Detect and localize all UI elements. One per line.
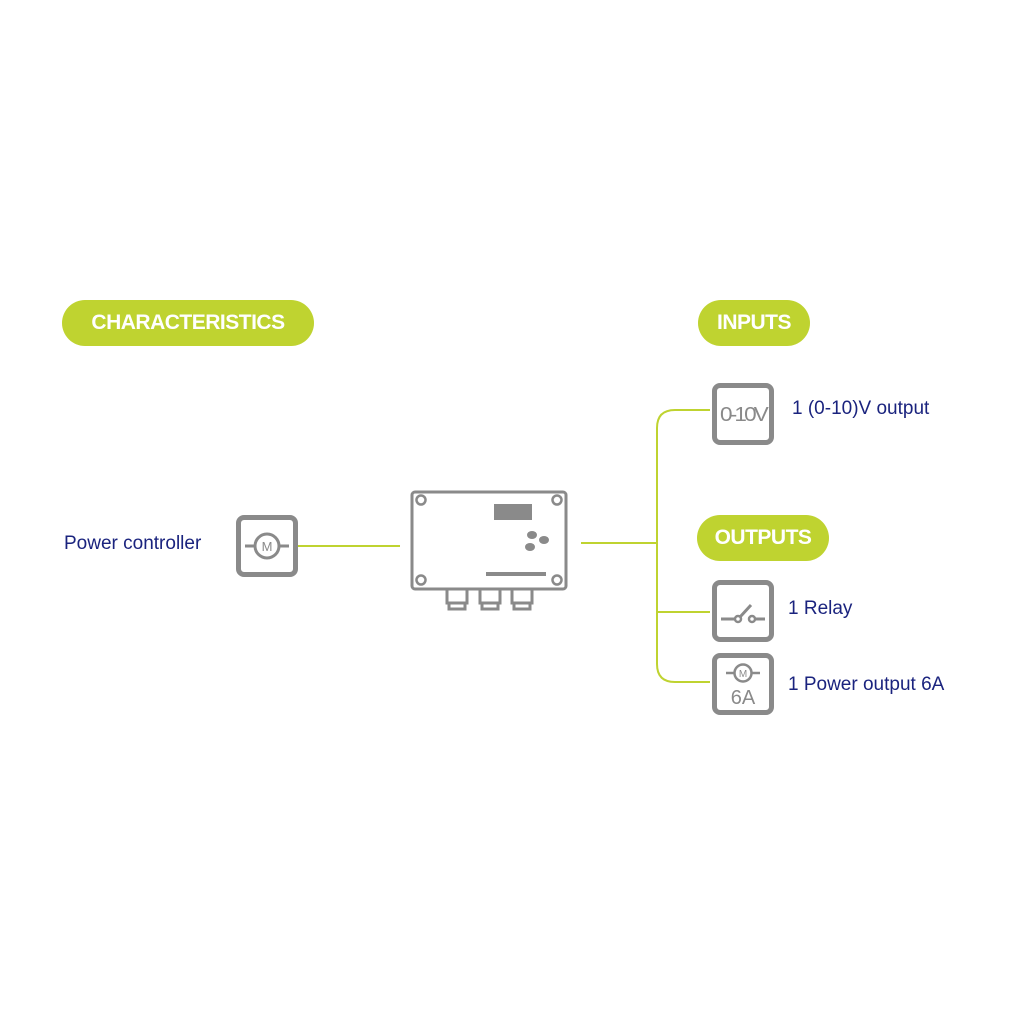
device-button-3 [525, 543, 535, 551]
device-screw-br [551, 574, 563, 586]
characteristics-label: Power controller [64, 533, 202, 554]
motor-icon: M [236, 515, 298, 577]
analog-voltage-icon-text: 0-10V [720, 404, 769, 426]
device-strip [486, 572, 546, 576]
relay-label: 1 Relay [788, 598, 853, 619]
outputs-heading: OUTPUTS [697, 515, 829, 561]
power-output-label: 1 Power output 6A [788, 674, 945, 695]
device-button-1 [527, 531, 537, 539]
input-label: 1 (0-10)V output [792, 398, 930, 419]
device-screw-tr [551, 494, 563, 506]
analog-voltage-icon: 0-10V [712, 383, 774, 445]
device-display [494, 504, 532, 520]
device-cable-glands [445, 587, 534, 611]
inputs-branch [656, 409, 710, 543]
characteristics-heading: CHARACTERISTICS [62, 300, 314, 346]
device-button-2 [539, 536, 549, 544]
power-output-branch [656, 612, 710, 683]
power-output-icon-letter: M [739, 669, 747, 680]
power-output-motor-icon: M 6A [712, 653, 774, 715]
relay-switch-icon [712, 580, 774, 642]
device-screw-bl [415, 574, 427, 586]
motor-icon-letter: M [262, 539, 273, 554]
inputs-heading: INPUTS [698, 300, 810, 346]
power-output-icon-rating: 6A [731, 687, 756, 709]
device-screw-tl [415, 494, 427, 506]
